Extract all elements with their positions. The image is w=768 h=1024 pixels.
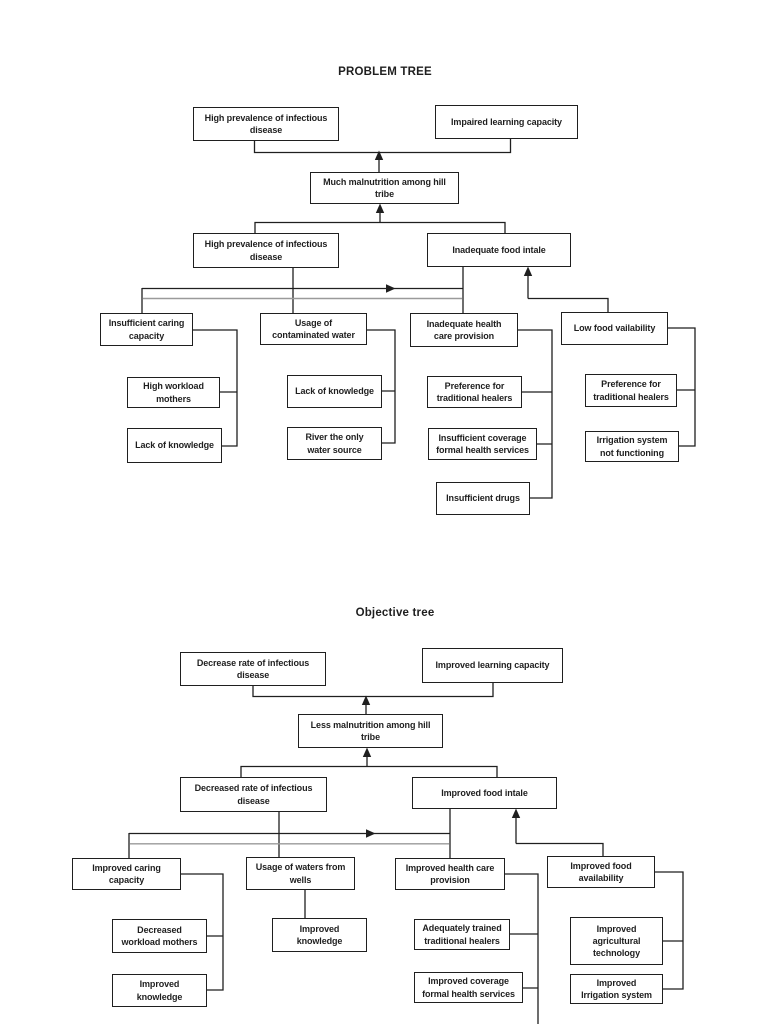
objective-food-connector (516, 842, 604, 856)
problem-box-healers-health: Preference for traditional healers (427, 376, 522, 408)
problem-box-cause-food: Inadequate food intale (427, 233, 571, 267)
problem-lowfood-up-arrow (523, 266, 533, 276)
problem-box-irrigation: Irrigation system not functioning (585, 431, 679, 462)
problem-box-caring: Insufficient caring capacity (100, 313, 193, 346)
objective-box-wells: Usage of waters from wells (246, 857, 355, 890)
objective-box-irrigation: Improved Irrigation system (570, 974, 663, 1004)
problem-box-core: Much malnutrition among hill tribe (310, 172, 459, 204)
objective-box-agri: Improved agricultural technology (570, 917, 663, 965)
objective-box-workload: Decreased workload mothers (112, 919, 207, 953)
problem-causes-connector (254, 221, 506, 233)
problem-box-water: Usage of contaminated water (260, 313, 367, 345)
problem-box-health: Inadequate health care provision (410, 313, 518, 347)
problem-box-drugs: Insufficient drugs (436, 482, 530, 515)
objective-box-knowledge-wells: Improved knowledge (272, 918, 367, 952)
problem-effects-connector (253, 139, 512, 154)
objective-health-bus (505, 873, 539, 1024)
problem-health-bus (518, 329, 553, 499)
objective-tree-title: Objective tree (355, 607, 435, 619)
problem-box-coverage: Insufficient coverage formal health serv… (428, 428, 537, 460)
problem-core-bottom-arrow (375, 203, 385, 213)
problem-box-effect-disease: High prevalence of infectious disease (193, 107, 339, 141)
objective-caring-bus (181, 873, 224, 991)
objective-box-core: Less malnutrition among hill tribe (298, 714, 443, 748)
objective-effects-connector (252, 683, 494, 698)
objective-food-bus (655, 871, 684, 990)
objective-box-cause-disease: Decreased rate of infectious disease (180, 777, 327, 812)
problem-band-right-arrow (386, 284, 396, 293)
objective-food-up-arrow (511, 808, 521, 818)
problem-box-low-food: Low food vailability (561, 312, 668, 345)
objective-causes-connector (240, 765, 498, 777)
objective-core-up-arrow (361, 695, 371, 705)
problem-box-river: River the only water source (287, 427, 382, 460)
objective-box-coverage: Improved coverage formal health services (414, 972, 523, 1003)
objective-box-cause-food: Improved food intale (412, 777, 557, 809)
objective-box-effect-disease: Decrease rate of infectious disease (180, 652, 326, 686)
objective-box-health: Improved health care provision (395, 858, 505, 890)
problem-water-bus (367, 329, 396, 444)
problem-box-effect-learning: Impaired learning capacity (435, 105, 578, 139)
problem-lowfood-bus (668, 327, 696, 447)
problem-tree-title: PROBLEM TREE (338, 66, 432, 78)
objective-band-right-arrow (366, 829, 376, 838)
problem-box-knowledge-water: Lack of knowledge (287, 375, 382, 408)
objective-box-caring: Improved caring capacity (72, 858, 181, 890)
objective-core-bottom-arrow (362, 747, 372, 757)
problem-caring-bus (193, 329, 238, 447)
problem-box-knowledge-caring: Lack of knowledge (127, 428, 222, 463)
objective-box-food: Improved food availability (547, 856, 655, 888)
problem-box-cause-disease: High prevalence of infectious disease (193, 233, 339, 268)
problem-box-healers-food: Preference for traditional healers (585, 374, 677, 407)
problem-box-workload: High workload mothers (127, 377, 220, 408)
objective-box-trained: Adequately trained traditional healers (414, 919, 510, 950)
problem-lowfood-connector (528, 297, 609, 312)
objective-box-knowledge-caring: Improved knowledge (112, 974, 207, 1007)
objective-box-effect-learning: Improved learning capacity (422, 648, 563, 683)
problem-core-up-arrow (374, 150, 384, 160)
